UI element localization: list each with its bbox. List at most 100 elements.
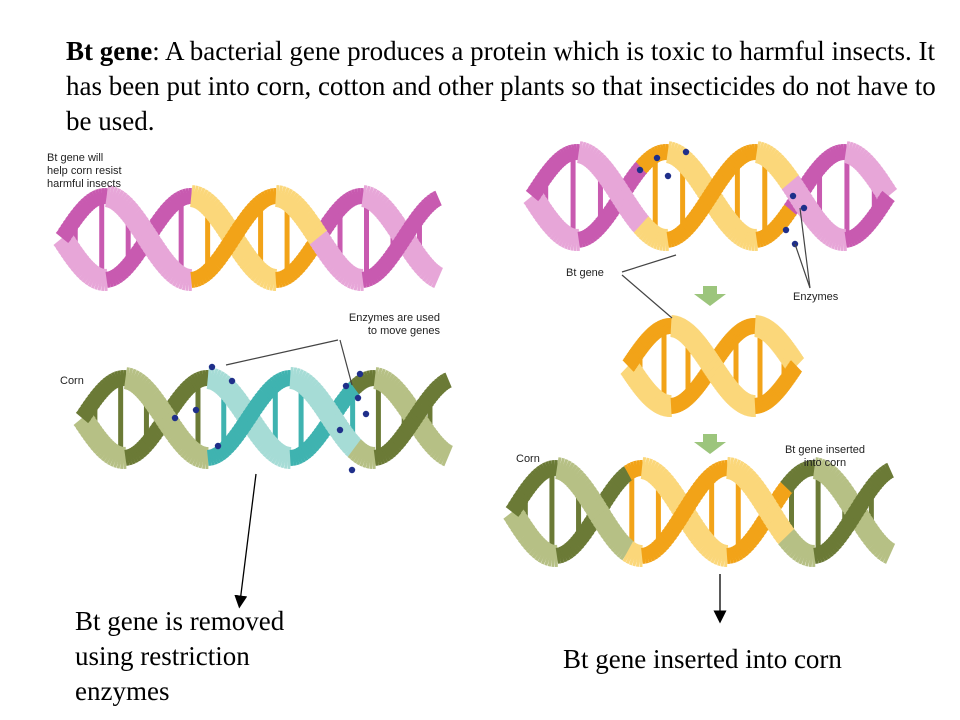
dna-strand-b <box>75 202 90 218</box>
dna-strand-b <box>703 469 716 485</box>
dna-strand-b <box>202 262 216 278</box>
dna-strand-a <box>311 429 327 444</box>
dna-strand-b <box>87 392 103 407</box>
dna-strand-b <box>533 467 546 483</box>
dna-strand-b <box>588 503 609 522</box>
dna-strand-b <box>881 464 893 481</box>
dna-strand-b <box>259 385 274 401</box>
dna-strand-b <box>586 500 607 518</box>
dna-strand-a <box>736 541 749 557</box>
dna-strand-b <box>318 403 339 422</box>
dna-strand-a <box>413 255 433 275</box>
dna-strand-b <box>252 196 265 212</box>
dna-strand-a <box>417 425 437 444</box>
dna-strand-a <box>309 432 324 447</box>
dna-strand-a <box>727 220 744 241</box>
dna-strand-b <box>792 192 813 210</box>
dna-strand-a <box>432 440 448 461</box>
dna-strand-a <box>513 519 533 538</box>
dna-strand-a <box>876 539 892 561</box>
dna-strand-a <box>804 170 819 185</box>
dna-strand-a <box>174 387 189 403</box>
dna-strand-b <box>856 223 869 238</box>
dna-strand-b <box>324 250 344 270</box>
dna-strand-a <box>680 156 698 176</box>
dna-strand-a <box>856 154 874 174</box>
dna-strand-b <box>60 222 76 236</box>
caption-removed-line3: enzymes <box>75 676 170 706</box>
dna-strand-b <box>666 520 682 535</box>
dna-strand-a <box>138 438 152 454</box>
dna-strand-a <box>537 208 557 227</box>
dna-strand-a <box>593 218 607 234</box>
dna-strand-a <box>90 432 109 452</box>
dna-strand-a <box>300 247 316 262</box>
dna-strand-a <box>167 397 183 411</box>
dna-strand-a <box>646 461 660 483</box>
dna-strand-a <box>85 427 105 446</box>
dna-strand-a <box>749 525 765 540</box>
dna-strand-b <box>818 545 828 562</box>
dna-strand-a <box>334 396 350 411</box>
label-inserted-line1: Bt gene inserted <box>784 444 866 456</box>
dna-strand-b <box>416 397 432 412</box>
dna-strand-a <box>368 191 384 213</box>
dna-strand-b <box>300 216 321 235</box>
dna-strand-a <box>544 216 563 236</box>
dna-strand-a <box>144 430 160 445</box>
dna-strand-b <box>382 444 394 461</box>
dna-strand-b <box>870 204 886 219</box>
dna-strand-b <box>105 374 117 391</box>
dna-strand-b <box>722 161 737 176</box>
dna-strand-a <box>659 480 680 499</box>
dna-strand-a <box>645 149 657 166</box>
dna-strand-a <box>612 473 627 489</box>
dna-strand-a <box>130 445 142 462</box>
dna-strand-a <box>505 508 526 527</box>
dna-strand-b <box>613 536 631 556</box>
dna-strand-b <box>252 395 267 409</box>
dna-strand-a <box>70 254 90 273</box>
dna-strand-b <box>316 241 337 260</box>
dna-strand-b <box>786 182 806 200</box>
dna-strand-b <box>619 199 639 217</box>
dna-strand-a <box>615 470 629 486</box>
dna-strand-b <box>231 425 247 440</box>
dna-strand-a <box>868 533 887 553</box>
dna-strand-b <box>834 526 850 541</box>
dna-strand-b <box>873 201 889 215</box>
enzyme-dot <box>336 426 344 434</box>
dna-strand-a <box>811 161 826 176</box>
dna-strand-b <box>884 462 894 479</box>
dna-strand-b <box>78 405 94 420</box>
dna-strand-b <box>537 170 552 185</box>
label-corn-resist: Bt gene will help corn resist harmful in… <box>47 152 122 191</box>
dna-strand-b <box>610 533 629 553</box>
dna-strand-a <box>618 468 631 484</box>
dna-strand-a <box>830 478 849 497</box>
dna-strand-b <box>215 445 227 461</box>
dna-strand-a <box>866 168 886 187</box>
dna-strand-b <box>621 202 642 221</box>
dna-strand-a <box>298 250 313 265</box>
dna-strand-b <box>138 383 157 403</box>
dna-strand-b <box>280 188 293 210</box>
dna-strand-a <box>321 215 337 230</box>
dna-strand-b <box>734 464 751 486</box>
dna-strand-a <box>179 382 193 397</box>
dna-strand-b <box>767 154 785 174</box>
dna-strand-a <box>863 527 883 547</box>
dna-strand-b <box>777 168 797 187</box>
dna-strand-b <box>790 189 811 207</box>
dna-strand-a <box>734 543 746 559</box>
dna-strand-a <box>765 224 778 241</box>
dna-strand-b <box>296 372 310 394</box>
dna-strand-a <box>289 261 303 277</box>
dna-strand-b <box>62 218 79 233</box>
dna-strand-b <box>267 378 280 394</box>
dna-strand-b <box>510 495 526 510</box>
dna-strand-a <box>827 474 847 494</box>
dna-strand-b <box>287 197 305 217</box>
dna-strand-b <box>311 393 331 412</box>
dna-strand-a <box>122 257 137 272</box>
